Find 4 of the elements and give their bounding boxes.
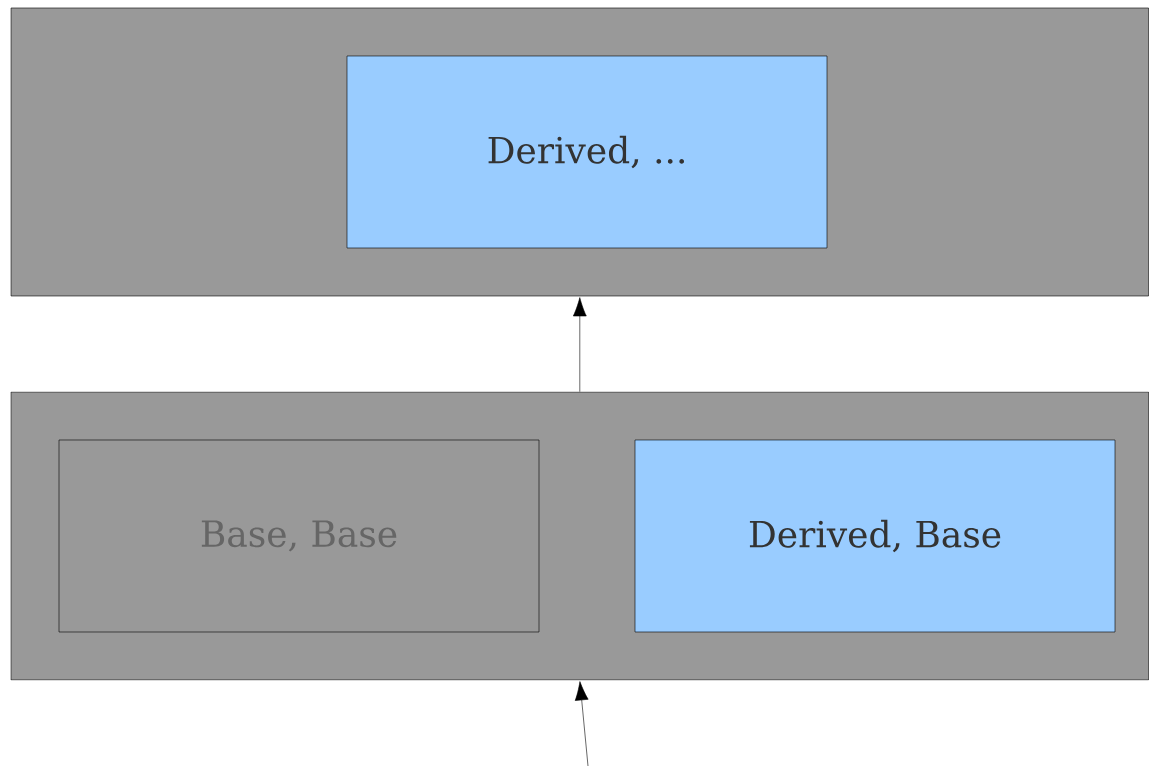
arrow xyxy=(573,297,587,392)
arrow xyxy=(574,681,589,767)
class-box: Derived, Base xyxy=(634,439,1116,633)
class-box: Derived, ... xyxy=(346,55,828,249)
